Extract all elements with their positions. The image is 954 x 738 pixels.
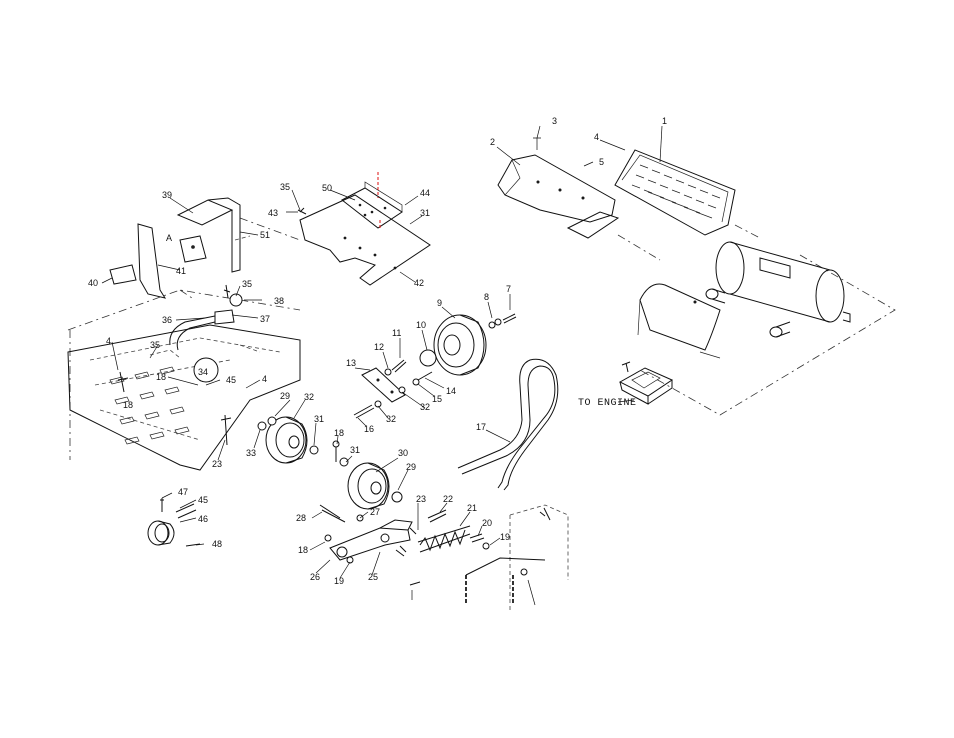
callout-23-b: 23 [212,459,222,469]
callout-19-b: 19 [334,576,344,586]
callout-48: 48 [212,539,222,549]
callout-26: 26 [310,572,320,582]
callout-32-a: 32 [304,392,314,402]
callout-15: 15 [432,394,442,404]
callout-5: 5 [599,157,604,167]
callout-35-a: 35 [280,182,290,192]
callout-35-b: 35 [242,279,252,289]
callout-31-b: 31 [350,445,360,455]
frame-deck [67,284,301,471]
callout-36: 36 [162,315,172,325]
callout-1: 1 [662,116,667,126]
top-plate-assembly [239,172,431,286]
callout-39: 39 [162,190,172,200]
callout-16: 16 [364,424,374,434]
callout-35-c: 35 [150,340,160,350]
callout-33: 33 [246,448,256,458]
callout-12: 12 [374,342,384,352]
callout-31-c: 31 [420,208,430,218]
callout-37: 37 [260,314,270,324]
ref-label-a: A [166,233,172,243]
callout-17: 17 [476,422,486,432]
callout-32-b: 32 [420,402,430,412]
callout-19-a: 19 [500,532,510,542]
callout-7: 7 [506,284,511,294]
callout-42: 42 [414,278,424,288]
callout-27: 27 [370,507,380,517]
callout-4-c: 4 [262,374,267,384]
callout-9: 9 [437,298,442,308]
callout-25: 25 [368,572,378,582]
muffler-assembly [497,149,896,416]
callout-32-c: 32 [386,414,396,424]
callout-18-c: 18 [298,545,308,555]
callout-22: 22 [443,494,453,504]
callout-18-b: 18 [156,372,166,382]
callout-31-a: 31 [314,414,324,424]
callout-13: 13 [346,358,356,368]
callout-40: 40 [88,278,98,288]
callout-20: 20 [482,518,492,528]
callout-34: 34 [198,367,208,377]
callout-45-a: 45 [226,375,236,385]
callout-23-a: 23 [416,494,426,504]
callout-44: 44 [420,188,430,198]
callout-21: 21 [467,503,477,513]
callout-38: 38 [274,296,284,306]
callout-10: 10 [416,320,426,330]
callout-labels: 1 2 3 4 5 7 8 9 10 11 12 13 14 15 16 17 … [88,116,667,586]
idler-arm-assembly [319,504,569,610]
callout-47: 47 [178,487,188,497]
callout-29-a: 29 [280,391,290,401]
callout-8: 8 [484,292,489,302]
callout-4: 4 [594,132,599,142]
bracket-assembly [109,197,251,299]
callout-45-b: 45 [198,495,208,505]
callout-2: 2 [490,137,495,147]
callout-41: 41 [176,266,186,276]
callout-43: 43 [268,208,278,218]
callout-11: 11 [392,328,401,338]
callout-30: 30 [398,448,408,458]
to-engine-note: TO ENGINE [578,398,637,409]
callout-18-d: 18 [123,400,133,410]
callout-28: 28 [296,513,306,523]
leader-lines [101,125,663,606]
callout-51: 51 [260,230,270,240]
callout-46: 46 [198,514,208,524]
callout-4-b: 4 [106,336,111,346]
callout-18-a: 18 [334,428,344,438]
callout-14: 14 [446,386,456,396]
callout-3: 3 [552,116,557,126]
frame-slots [109,366,190,445]
callout-29-b: 29 [406,462,416,472]
grille-slots [631,164,721,219]
clutch-pulleys [147,313,559,547]
callout-50: 50 [322,183,332,193]
